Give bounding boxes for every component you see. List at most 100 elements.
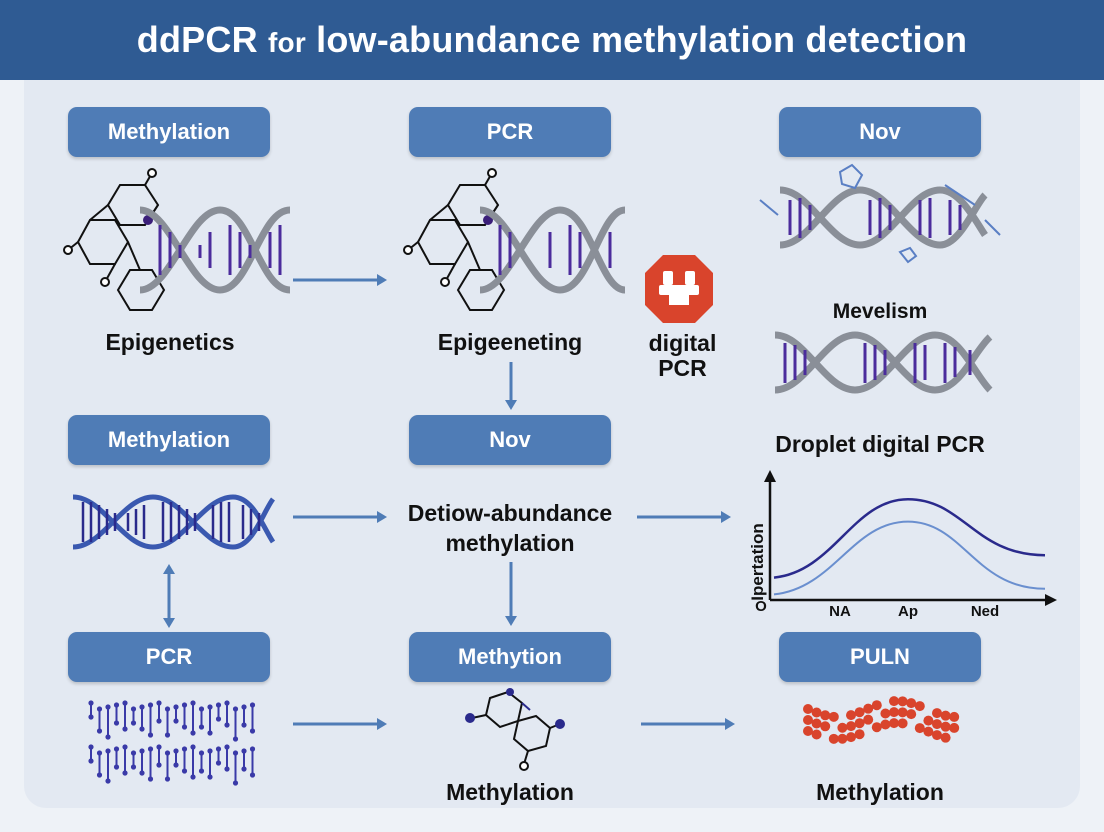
pcr-bar-dot <box>147 732 154 738</box>
red-droplet <box>846 721 856 732</box>
pcr-bar-dot <box>139 704 145 710</box>
page-title: ddPCR for low-abundance methylation dete… <box>137 19 967 61</box>
pcr-bar-dot <box>173 718 179 724</box>
red-droplet <box>889 707 899 718</box>
pcr-bar-dot <box>249 728 256 734</box>
red-droplet <box>871 722 882 733</box>
red-droplet <box>940 710 951 721</box>
red-droplet <box>880 708 891 719</box>
pcr-bar-dot <box>181 702 188 708</box>
red-droplet <box>871 700 882 711</box>
box-pcr-2: PCR <box>68 632 270 682</box>
pcr-bar-dot <box>215 746 222 752</box>
red-droplet <box>854 718 865 729</box>
pcr-bar-dot <box>173 762 179 768</box>
pcr-bar-dot <box>164 706 171 712</box>
box-puln: PULN <box>779 632 981 682</box>
pcr-bar-dot <box>147 776 154 782</box>
red-droplet <box>846 710 856 721</box>
red-droplet <box>803 726 813 736</box>
pcr-bar-dot <box>224 744 230 750</box>
title-main: ddPCR <box>136 19 258 60</box>
pcr-bar-dot <box>198 706 205 712</box>
red-droplet <box>863 703 874 714</box>
pcr-bar-dot <box>198 750 205 756</box>
pcr-bar-dot <box>241 722 247 728</box>
chart-series-line-1 <box>773 497 1046 579</box>
red-droplets-cluster <box>803 696 960 744</box>
red-droplet <box>940 721 951 732</box>
pcr-bar-dot <box>147 746 154 752</box>
molecule-dna-illustration-2 <box>403 168 626 311</box>
caption-epigeeneting: Epigeeneting <box>437 329 583 355</box>
pcr-bar-dot <box>147 702 154 708</box>
pcr-bar-dot <box>181 724 188 730</box>
pcr-bar-dot <box>139 770 145 776</box>
red-droplet <box>914 701 925 712</box>
pcr-bar-dot <box>181 746 188 752</box>
pcr-bar-dot <box>224 766 230 772</box>
pcr-bar-dot <box>96 728 103 734</box>
arrow-right-3 <box>637 511 731 523</box>
pcr-bar-dot <box>122 770 128 776</box>
red-droplet <box>923 726 934 737</box>
pcr-bar-dot <box>215 702 222 708</box>
methyl-molecule-icon <box>465 688 565 771</box>
box-methylation-2: Methylation <box>68 415 270 465</box>
pcr-bar-dot <box>96 706 103 712</box>
red-droplet <box>811 718 822 729</box>
pcr-bar-dot <box>139 726 145 732</box>
red-droplet <box>846 732 856 743</box>
box-methylation-1: Methylation <box>68 107 270 157</box>
pcr-bar-dot <box>215 760 222 766</box>
arrow-right-1 <box>293 274 387 286</box>
pcr-bar-dot <box>130 750 137 756</box>
box-nov-2: Nov <box>409 415 611 465</box>
box-pcr-1: PCR <box>409 107 611 157</box>
pcr-bar-dot <box>122 744 128 750</box>
pcr-bar-dot <box>190 730 196 736</box>
pcr-bar-dot <box>232 706 239 712</box>
red-droplet <box>803 715 813 725</box>
caption-line-2: methylation <box>445 530 575 556</box>
pcr-bar-dot <box>122 700 128 706</box>
red-droplet <box>880 719 891 730</box>
pcr-bar-dot <box>105 704 111 710</box>
digital-pcr-badge-icon <box>645 255 713 323</box>
molecule-dna-illustration-1 <box>63 168 291 311</box>
pcr-bar-dot <box>96 750 103 756</box>
title-small: for <box>268 27 306 58</box>
red-droplet <box>897 696 908 707</box>
pcr-bar-dot <box>164 750 171 756</box>
dna-illustration-4 <box>774 331 993 394</box>
pcr-bar-dot <box>130 764 137 770</box>
arrow-down-2 <box>505 562 517 626</box>
pcr-bar-dot <box>156 744 162 750</box>
arrow-bidirectional <box>163 564 175 628</box>
pcr-bar-dot <box>105 734 111 740</box>
red-droplet <box>932 708 942 719</box>
pcr-bar-dot <box>173 704 179 710</box>
caption-droplet-digital-pcr: Droplet digital PCR <box>775 431 985 457</box>
pcr-bar-dot <box>232 750 239 756</box>
red-droplet <box>940 732 951 743</box>
red-droplet <box>906 709 917 720</box>
red-droplet <box>828 711 839 722</box>
red-droplet <box>889 696 899 707</box>
red-droplet <box>949 711 960 722</box>
pcr-bar-dot <box>156 700 162 706</box>
pcr-droplet-pattern <box>88 700 256 786</box>
red-droplet <box>863 714 874 725</box>
pcr-bar-dot <box>215 716 222 722</box>
caption-epigenetics: Epigenetics <box>105 329 235 355</box>
pcr-bar-dot <box>130 706 137 712</box>
pcr-bar-dot <box>88 714 94 720</box>
pcr-bar-dot <box>113 764 120 770</box>
pcr-bar-dot <box>113 702 120 708</box>
caption-methylation-2: Methylation <box>446 779 574 805</box>
pcr-bar-dot <box>164 732 171 738</box>
header-bar: ddPCR for low-abundance methylation dete… <box>0 0 1104 80</box>
arrow-right-4 <box>293 718 387 730</box>
origin-label: O <box>755 598 767 615</box>
pcr-bar-dot <box>130 720 137 726</box>
